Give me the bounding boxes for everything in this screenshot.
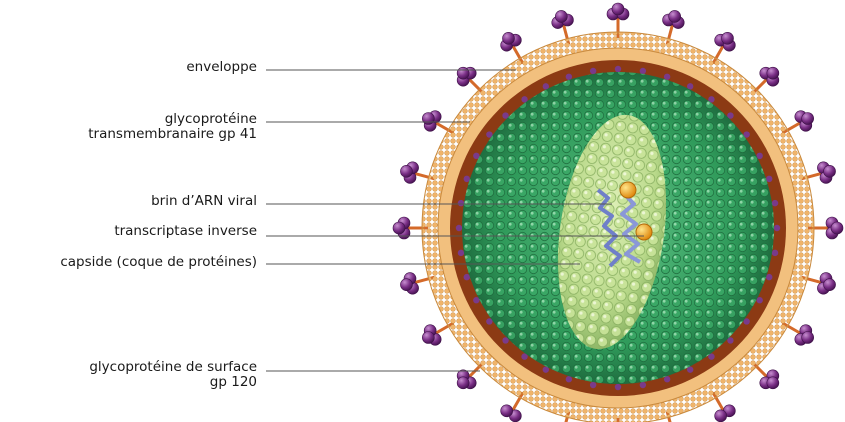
membrane-dot	[615, 384, 621, 390]
label-gp41-line2: transmembranaire gp 41	[88, 127, 257, 142]
reverse-transcriptase-enzyme-2	[636, 224, 652, 240]
reverse-transcriptase-enzyme-1	[620, 182, 636, 198]
membrane-dot	[458, 200, 464, 206]
label-capside-text: capside (coque de protéines)	[60, 255, 257, 270]
membrane-dot	[615, 66, 621, 72]
membrane-dot	[464, 274, 470, 280]
membrane-dot	[772, 200, 778, 206]
membrane-dot	[566, 74, 572, 80]
label-gp41-line1: glycoprotéine	[88, 112, 257, 127]
membrane-dot	[664, 376, 670, 382]
membrane-dot	[566, 376, 572, 382]
membrane-dot	[458, 250, 464, 256]
membrane-dot	[664, 74, 670, 80]
label-gp120: glycoprotéine de surface gp 120	[89, 360, 257, 390]
membrane-dot	[766, 176, 772, 182]
membrane-dot	[766, 274, 772, 280]
membrane-dot	[456, 225, 462, 231]
membrane-dot	[640, 68, 646, 74]
label-enveloppe-text: enveloppe	[186, 60, 257, 75]
label-arn: brin d’ARN viral	[151, 194, 257, 209]
membrane-dot	[590, 68, 596, 74]
label-transcriptase-text: transcriptase inverse	[114, 224, 257, 239]
label-gp41: glycoprotéine transmembranaire gp 41	[88, 112, 257, 142]
label-transcriptase: transcriptase inverse	[114, 224, 257, 239]
membrane-dot	[640, 382, 646, 388]
label-gp120-line2: gp 120	[89, 375, 257, 390]
label-enveloppe: enveloppe	[186, 60, 257, 75]
membrane-dot	[774, 225, 780, 231]
membrane-dot	[590, 382, 596, 388]
membrane-dot	[464, 176, 470, 182]
membrane-dot	[772, 250, 778, 256]
label-capside: capside (coque de protéines)	[60, 255, 257, 270]
label-arn-text: brin d’ARN viral	[151, 194, 257, 209]
label-gp120-line1: glycoprotéine de surface	[89, 360, 257, 375]
